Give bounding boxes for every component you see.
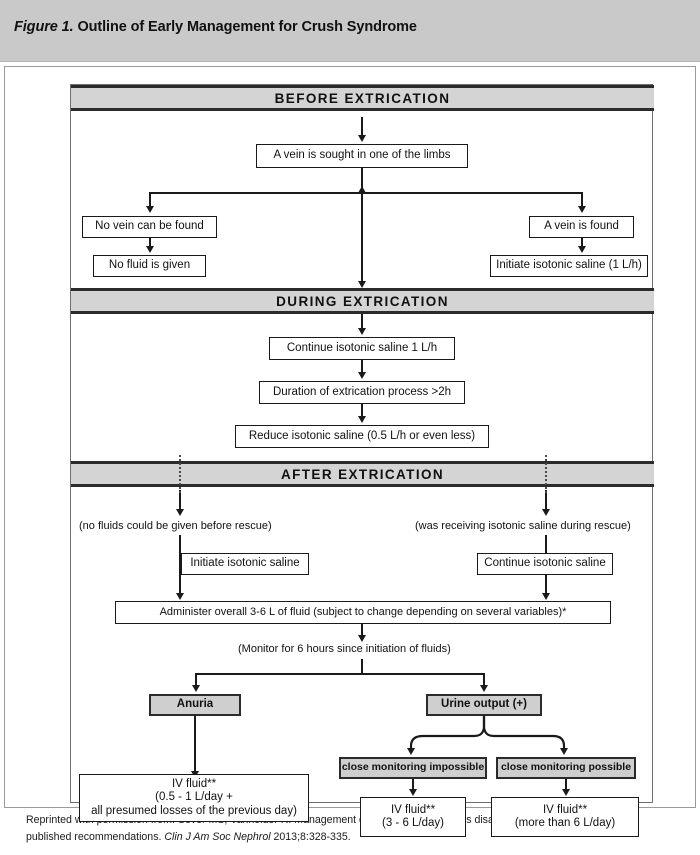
connector-center-through <box>361 192 363 284</box>
page-title: Figure 1. Outline of Early Management fo… <box>14 19 417 35</box>
connector-step2-step3 <box>361 404 363 419</box>
arrow-to-initiate-saline <box>577 246 586 253</box>
node-vein-sought: A vein is sought in one of the limbs <box>256 144 468 168</box>
arrow-to-left-note <box>175 509 184 516</box>
arrow-to-monitoring-impossible <box>406 748 415 755</box>
node-close-monitoring-possible: close monitoring possible <box>496 757 636 779</box>
arrow-to-continue-saline <box>357 328 366 335</box>
connector-vein-found-to-saline <box>581 238 583 249</box>
figure-title-text: Outline of Early Management for Crush Sy… <box>77 19 417 35</box>
connector-left-drop <box>149 192 151 209</box>
connector-no-vein-to-no-fluid <box>149 238 151 249</box>
flowchart: BEFORE EXTRICATION A vein is sought in o… <box>70 84 654 837</box>
node-vein-found: A vein is found <box>529 216 634 238</box>
connector-right-drop <box>581 192 583 209</box>
node-no-vein-found: No vein can be found <box>82 216 217 238</box>
node-iv-fluid-anuria: IV fluid** (0.5 - 1 L/day + all presumed… <box>79 774 309 822</box>
connector-administer-to-monitor <box>361 624 363 638</box>
connector-dotted-left <box>179 455 181 493</box>
node-duration-extrication: Duration of extrication process >2h <box>259 381 465 404</box>
connector-dotted-right <box>545 455 547 493</box>
arrow-junction-up <box>357 186 366 193</box>
connector-root-stem <box>361 117 363 137</box>
node-continue-isotonic-saline: Continue isotonic saline <box>477 553 613 575</box>
arrow-center-to-during <box>357 281 366 288</box>
arrow-left-to-administer <box>175 593 184 600</box>
connector-branch-bar <box>149 192 583 194</box>
node-iv-fluid-possible: IV fluid** (more than 6 L/day) <box>491 797 639 837</box>
arrow-possible-to-fluid <box>561 789 570 796</box>
connector-during-stem <box>361 314 363 331</box>
arrow-to-anuria <box>191 685 200 692</box>
arrow-right-to-administer <box>541 593 550 600</box>
connector-urine-brace <box>409 716 566 750</box>
iv-fluid-impossible-line1: IV fluid** <box>390 803 436 816</box>
node-administer-overall-fluid: Administer overall 3-6 L of fluid (subje… <box>115 601 611 624</box>
section-header-during: DURING EXTRICATION <box>71 288 654 314</box>
node-continue-saline: Continue isotonic saline 1 L/h <box>269 337 455 360</box>
citation-part2: 2013;8:328-335. <box>270 831 351 843</box>
iv-fluid-anuria-line3: all presumed losses of the previous day) <box>91 804 297 817</box>
connector-outcome-bar <box>195 673 485 675</box>
arrow-to-monitoring-possible <box>559 748 568 755</box>
connector-possible-to-fluid <box>565 779 567 792</box>
connector-impossible-to-fluid <box>412 779 414 792</box>
connector-left-long <box>179 535 181 598</box>
arrow-to-no-vein <box>145 206 154 213</box>
node-no-fluid-given: No fluid is given <box>93 255 206 277</box>
connector-urine-drop <box>483 673 485 688</box>
arrow-impossible-to-fluid <box>408 789 417 796</box>
iv-fluid-possible-line2: (more than 6 L/day) <box>514 817 616 829</box>
arrow-to-reduce-saline <box>357 416 366 423</box>
connector-anuria-to-fluid <box>194 716 196 774</box>
arrow-to-vein-found <box>577 206 586 213</box>
label-monitor-6-hours: (Monitor for 6 hours since initiation of… <box>238 643 451 655</box>
section-header-after: AFTER EXTRICATION <box>71 461 654 487</box>
arrow-to-duration <box>357 372 366 379</box>
connector-step1-step2 <box>361 360 363 375</box>
citation-journal: Clin J Am Soc Nephrol <box>164 831 271 843</box>
arrow-to-monitor <box>357 635 366 642</box>
node-urine-output: Urine output (+) <box>426 694 542 716</box>
node-reduce-saline: Reduce isotonic saline (0.5 L/h or even … <box>235 425 489 448</box>
arrow-to-right-note <box>541 509 550 516</box>
node-anuria: Anuria <box>149 694 241 716</box>
arrow-to-no-fluid <box>145 246 154 253</box>
connector-root-down <box>361 168 363 193</box>
arrow-to-root-box <box>357 135 366 142</box>
node-initiate-isotonic-saline: Initiate isotonic saline <box>181 553 309 575</box>
connector-after-right-stem <box>545 490 547 512</box>
figure-label: Figure 1. <box>14 19 74 35</box>
node-close-monitoring-impossible: close monitoring impossible <box>339 757 487 779</box>
iv-fluid-anuria-line1: IV fluid** <box>171 777 217 790</box>
iv-fluid-anuria-line2: (0.5 - 1 L/day + <box>155 791 233 804</box>
connector-after-left-stem <box>179 490 181 512</box>
arrow-to-urine-output <box>479 685 488 692</box>
node-iv-fluid-impossible: IV fluid** (3 - 6 L/day) <box>360 797 466 837</box>
figure-title-bar: Figure 1. Outline of Early Management fo… <box>0 0 700 62</box>
section-header-before: BEFORE EXTRICATION <box>71 85 654 111</box>
label-receiving-saline-during-rescue: (was receiving isotonic saline during re… <box>415 520 631 532</box>
connector-anuria-drop <box>195 673 197 688</box>
iv-fluid-possible-line1: IV fluid** <box>542 803 588 816</box>
label-no-fluids-before-rescue: (no fluids could be given before rescue) <box>79 520 272 532</box>
node-initiate-saline-1lh: Initiate isotonic saline (1 L/h) <box>490 255 648 277</box>
iv-fluid-impossible-line2: (3 - 6 L/day) <box>382 817 444 829</box>
connector-monitor-stem <box>361 659 363 675</box>
